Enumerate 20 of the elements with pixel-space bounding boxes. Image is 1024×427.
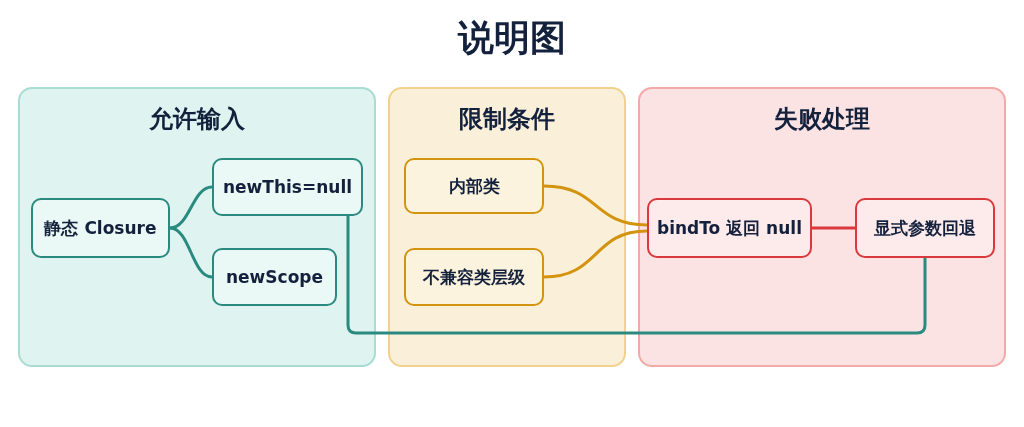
connector-line bbox=[346, 216, 927, 335]
process-box: bindTo 返回 null bbox=[647, 198, 812, 258]
connector-line bbox=[169, 226, 213, 279]
group-panel bbox=[388, 87, 626, 367]
process-box: 静态 Closure bbox=[31, 198, 170, 258]
connector-line bbox=[169, 185, 213, 230]
process-box: 内部类 bbox=[404, 158, 544, 214]
group-panel bbox=[18, 87, 376, 367]
panel-heading: 限制条件 bbox=[458, 104, 556, 135]
process-box: 显式参数回退 bbox=[855, 198, 995, 258]
panel-heading: 失败处理 bbox=[773, 104, 871, 135]
connector-line bbox=[543, 229, 648, 279]
connector-line bbox=[812, 226, 855, 230]
connector-line bbox=[543, 184, 648, 227]
panel-heading: 允许输入 bbox=[148, 104, 246, 135]
process-box: newThis=null bbox=[212, 158, 363, 216]
diagram-title: 说明图 bbox=[456, 16, 567, 60]
process-box: newScope bbox=[212, 248, 337, 306]
process-box: 不兼容类层级 bbox=[404, 248, 544, 306]
group-panel bbox=[638, 87, 1006, 367]
